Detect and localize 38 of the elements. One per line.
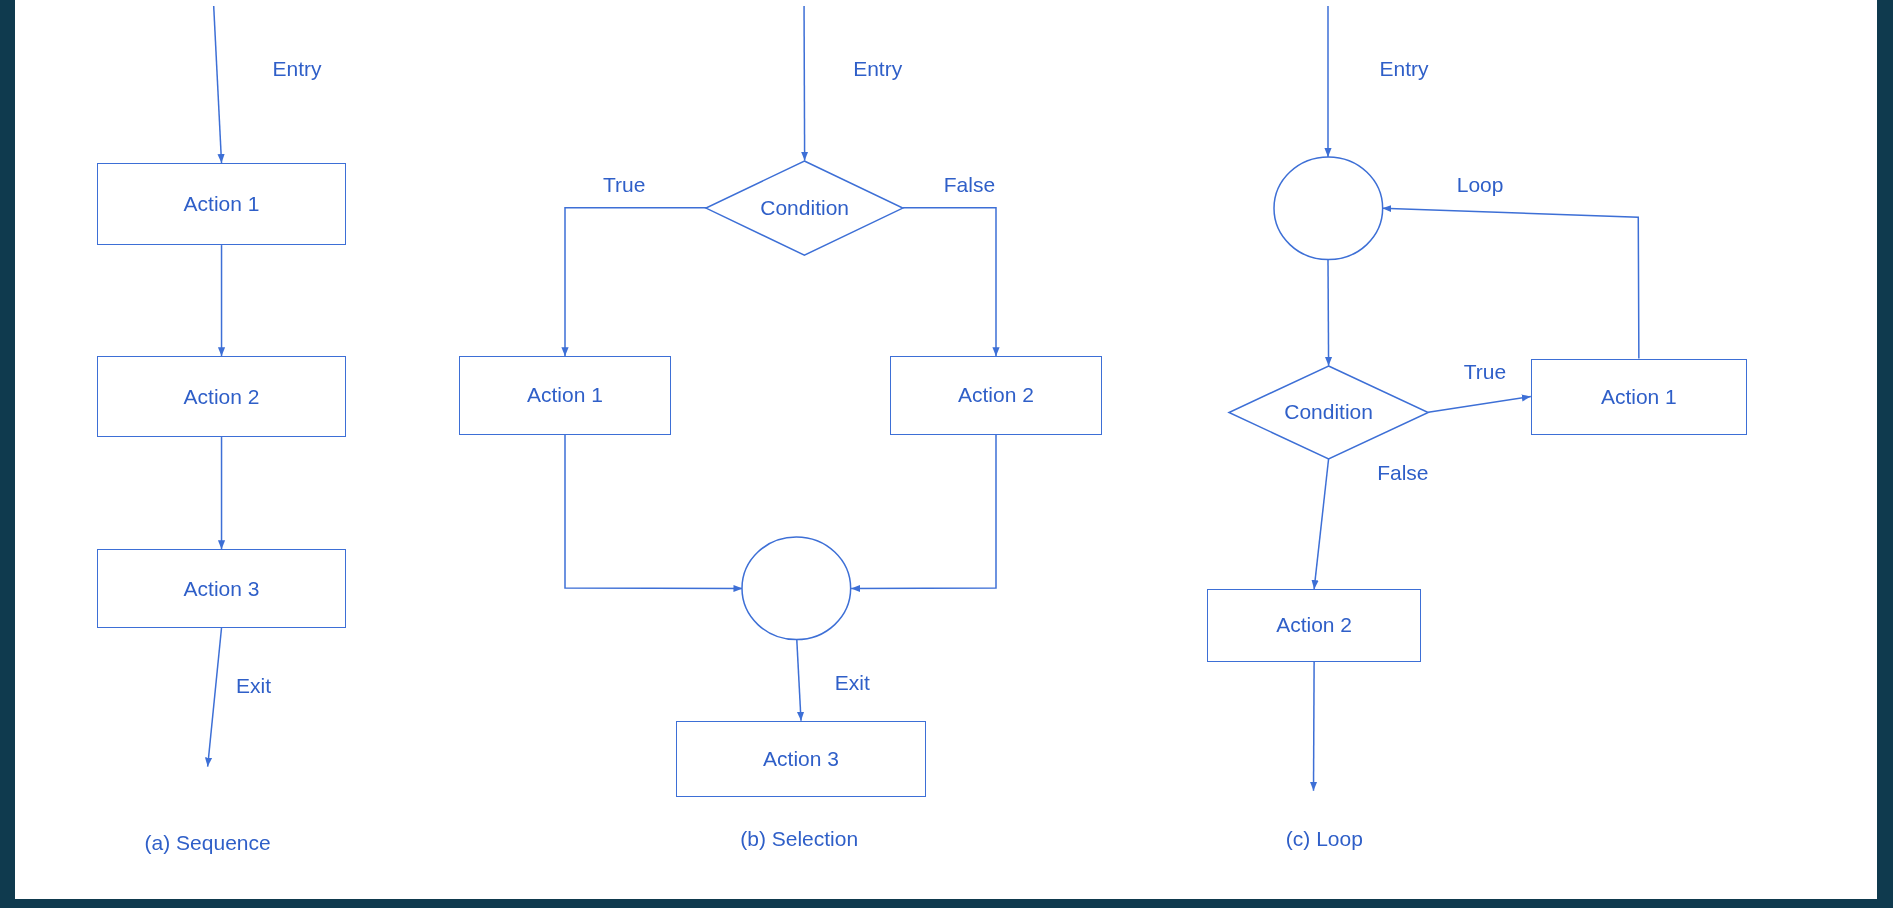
- arrow: [1324, 258, 1333, 367]
- action-label: Action 1: [183, 192, 260, 216]
- junction-circle: [1273, 156, 1383, 260]
- arrow: [204, 627, 223, 768]
- arrow: [561, 206, 707, 357]
- condition-label: Condition: [760, 195, 849, 220]
- process-box: [1530, 358, 1747, 435]
- process-box: [458, 356, 672, 435]
- action-label: Action 3: [763, 746, 839, 771]
- arrow: [1324, 5, 1332, 158]
- arrow: [902, 206, 1000, 357]
- junction-circle: [742, 537, 852, 640]
- action-label: Action 1: [1600, 384, 1677, 409]
- process-box: [96, 549, 347, 628]
- arrow: [217, 244, 226, 357]
- arrow: [1427, 394, 1532, 414]
- condition-label: Condition: [1284, 400, 1373, 425]
- arrow: [212, 5, 225, 164]
- process-box: [96, 356, 347, 437]
- arrow: [217, 436, 226, 551]
- caption: (a) Sequence: [144, 830, 271, 855]
- caption: (b) Selection: [740, 827, 859, 852]
- decision-diamond: [706, 160, 904, 255]
- process-box: [889, 356, 1103, 435]
- process-box: [96, 162, 347, 246]
- arrow: [796, 639, 805, 722]
- arrow: [1309, 660, 1318, 792]
- action-label: Action 3: [183, 576, 260, 601]
- arrow: [801, 5, 809, 162]
- decision-diamond: [1229, 365, 1429, 459]
- action-label: Action 1: [527, 383, 603, 408]
- process-box: [676, 720, 926, 797]
- caption: (c) Loop: [1285, 827, 1363, 852]
- arrow: [1311, 458, 1330, 590]
- action-label: Action 2: [958, 383, 1034, 408]
- action-label: Action 2: [1276, 613, 1353, 638]
- action-label: Action 2: [183, 384, 260, 409]
- process-box: [1207, 589, 1421, 662]
